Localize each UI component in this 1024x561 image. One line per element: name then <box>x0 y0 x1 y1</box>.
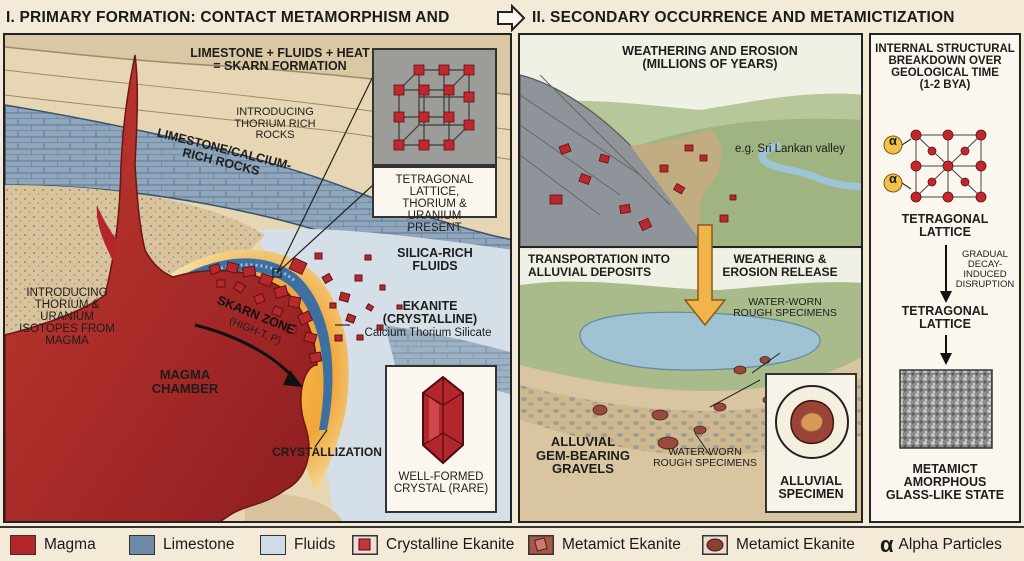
right-panel: WEATHERING AND EROSION (MILLIONS OF YEAR… <box>518 33 863 523</box>
legend-item-metamict-ekanite: Metamict Ekanite <box>528 534 681 556</box>
waterworn-label-2: WATER-WORN ROUGH SPECIMENS <box>653 446 757 470</box>
left-panel: TETRAGONAL LATTICE, THORIUM & URANIUM PR… <box>3 33 512 523</box>
legend-item-crystalline-ekanite: Crystalline Ekanite <box>352 534 514 556</box>
valley-label: e.g. Sri Lankan valley <box>735 143 845 155</box>
alpha-symbol-2: α <box>889 171 897 186</box>
lattice-caption: TETRAGONAL LATTICE, THORIUM & URANIUM PR… <box>395 174 474 235</box>
release-label: WEATHERING & EROSION RELEASE <box>722 252 838 279</box>
crystallization-label: CRYSTALLIZATION <box>272 445 382 459</box>
legend-item-limestone: Limestone <box>129 534 235 556</box>
alpha-symbol-1: α <box>889 133 897 148</box>
lattice-label-2: TETRAGONAL LATTICE <box>901 304 989 332</box>
specimen-pebble-icon <box>775 385 849 459</box>
tetragonal-lattice-diagram <box>883 129 987 203</box>
weathering-label: WEATHERING AND EROSION (MILLIONS OF YEAR… <box>622 44 798 72</box>
crystalline-ekanite-icon <box>352 535 378 555</box>
decay-label: GRADUAL DECAY-INDUCED DISRUPTION <box>955 249 1015 290</box>
magma-swatch <box>10 535 36 555</box>
silica-fluids-label: SILICA-RICH FLUIDS <box>397 246 473 274</box>
arrow-down-icon <box>940 245 952 303</box>
skarn-formation-label: LIMESTONE + FLUIDS + HEAT = SKARN FORMAT… <box>190 46 370 74</box>
alpha-symbol: α <box>880 532 894 557</box>
gravels-label: ALLUVIAL GEM-BEARING GRAVELS <box>536 434 630 477</box>
lattice-caption-box: TETRAGONAL LATTICE, THORIUM & URANIUM PR… <box>372 166 497 234</box>
ekanite-crystal-icon <box>422 375 464 465</box>
left-header: I. PRIMARY FORMATION: CONTACT METAMORPHI… <box>6 9 450 54</box>
ekanite-title: EKANITE (CRYSTALLINE) <box>382 299 478 327</box>
arrow-right-icon <box>497 4 526 32</box>
legend-item-fluids: Fluids <box>260 534 335 556</box>
limestone-swatch <box>129 535 155 555</box>
crystal-box: WELL-FORMED CRYSTAL (RARE) <box>385 365 497 513</box>
specimen-label: ALLUVIAL SPECIMEN <box>778 474 844 502</box>
lattice-label-1: TETRAGONAL LATTICE <box>901 212 989 240</box>
legend-item-metamict-pebble: Metamict Ekanite <box>702 534 855 556</box>
transport-label: TRANSPORTATION INTO ALLUVIAL DEPOSITS <box>528 252 670 279</box>
waterworn-label-1: WATER-WORN ROUGH SPECIMENS <box>733 296 837 320</box>
ekanite-subtitle: Calcium Thorium Silicate <box>364 327 492 339</box>
legend-item-alpha: α Alpha Particles <box>880 532 1002 557</box>
lattice-cube-icon <box>374 50 495 164</box>
specimen-box: ALLUVIAL SPECIMEN <box>765 373 857 513</box>
metamict-label: METAMICT AMORPHOUS GLASS-LIKE STATE <box>885 462 1005 503</box>
metamict-pebble-icon <box>702 535 728 555</box>
lattice-image <box>372 48 497 166</box>
crystal-caption: WELL-FORMED CRYSTAL (RARE) <box>393 471 489 496</box>
legend: Magma Limestone Fluids Crystalline Ekani… <box>0 526 1024 561</box>
right-header: II. SECONDARY OCCURRENCE AND METAMICTIZA… <box>532 9 955 26</box>
thorium-rocks-label: INTRODUCING THORIUM RICH ROCKS <box>234 106 316 142</box>
amorphous-glass-image <box>899 369 993 449</box>
fluids-swatch <box>260 535 286 555</box>
metamict-ekanite-icon <box>528 535 554 555</box>
arrow-down-icon-2 <box>940 335 952 365</box>
legend-item-magma: Magma <box>10 534 96 556</box>
magma-chamber-label: MAGMA CHAMBER <box>151 367 219 396</box>
isotopes-label: INTRODUCING THORIUM & URANIUM ISOTOPES F… <box>19 287 115 348</box>
side-panel: INTERNAL STRUCTURAL BREAKDOWN OVER GEOLO… <box>869 33 1021 523</box>
side-title: INTERNAL STRUCTURAL BREAKDOWN OVER GEOLO… <box>875 43 1015 92</box>
